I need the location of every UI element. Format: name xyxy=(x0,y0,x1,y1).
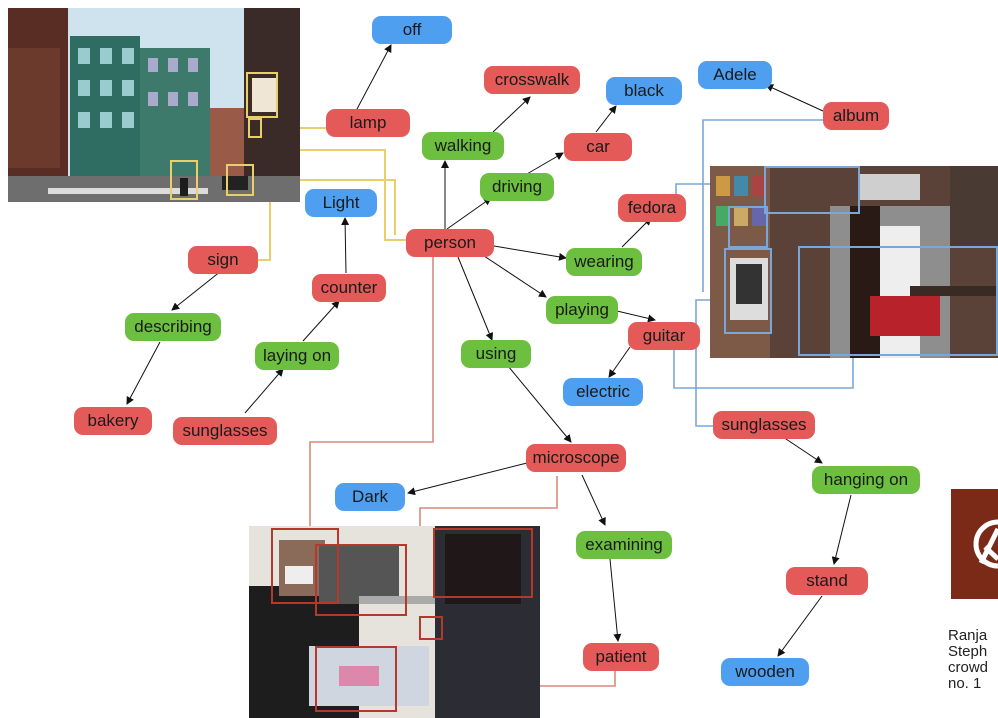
node-patient: patient xyxy=(583,643,659,671)
guitar-store-photo-image xyxy=(710,166,998,358)
node-wooden: wooden xyxy=(721,658,809,686)
person-bounding-box xyxy=(433,528,533,598)
node-dark: Dark xyxy=(335,483,405,511)
logo xyxy=(951,489,998,599)
node-bakery: bakery xyxy=(74,407,152,435)
node-describing: describing xyxy=(125,313,221,341)
node-adele: Adele xyxy=(698,61,772,89)
dental-photo-image xyxy=(249,526,540,718)
node-wearing: wearing xyxy=(566,248,642,276)
node-microscope: microscope xyxy=(526,444,626,472)
caption-line-3: crowd xyxy=(948,659,989,676)
node-fedora: fedora xyxy=(618,194,686,222)
caption-line-2: Steph xyxy=(948,643,988,660)
node-person: person xyxy=(406,229,494,257)
relation-arrows xyxy=(126,44,852,657)
person-bounding-box xyxy=(271,528,339,604)
caption-line-4: no. 1 xyxy=(948,675,982,692)
node-playing: playing xyxy=(546,296,618,324)
node-sign: sign xyxy=(188,246,258,274)
node-electric: electric xyxy=(563,378,643,406)
counter-bounding-box xyxy=(419,616,443,640)
car-bounding-box xyxy=(226,164,254,196)
node-walking: walking xyxy=(422,132,504,160)
dental-photo xyxy=(249,526,540,718)
node-hanging-on: hanging on xyxy=(812,466,920,494)
node-examining: examining xyxy=(576,531,672,559)
album-bounding-box xyxy=(728,206,768,248)
node-car: car xyxy=(564,133,632,161)
node-guitar: guitar xyxy=(628,322,700,350)
node-black: black xyxy=(606,77,682,105)
node-sunglasses-right: sunglasses xyxy=(713,411,815,439)
logo-mark xyxy=(973,519,998,569)
guitar-bounding-box xyxy=(798,246,998,356)
person-bounding-box xyxy=(170,160,198,200)
node-counter: counter xyxy=(312,274,386,302)
sign-bounding-box xyxy=(248,118,262,138)
citation-caption: Ranja Steph crowd no. 1 xyxy=(948,628,988,692)
node-sunglasses-left: sunglasses xyxy=(173,417,277,445)
patient-bounding-box xyxy=(315,646,397,712)
lamp-bounding-box xyxy=(246,72,278,118)
node-light: Light xyxy=(305,189,377,217)
street-photo xyxy=(8,8,300,202)
guitar-store-photo xyxy=(710,166,998,358)
node-album: album xyxy=(823,102,889,130)
street-photo-image xyxy=(8,8,300,202)
node-stand: stand xyxy=(786,567,868,595)
node-driving: driving xyxy=(480,173,554,201)
node-off: off xyxy=(372,16,452,44)
microscope-bounding-box xyxy=(315,544,407,616)
sunglasses-bounding-box xyxy=(724,248,772,334)
node-crosswalk: crosswalk xyxy=(484,66,580,94)
fedora-bounding-box xyxy=(764,166,860,214)
caption-line-1: Ranja xyxy=(948,627,988,644)
node-lamp: lamp xyxy=(326,109,410,137)
node-laying-on: laying on xyxy=(255,342,339,370)
node-using: using xyxy=(461,340,531,368)
